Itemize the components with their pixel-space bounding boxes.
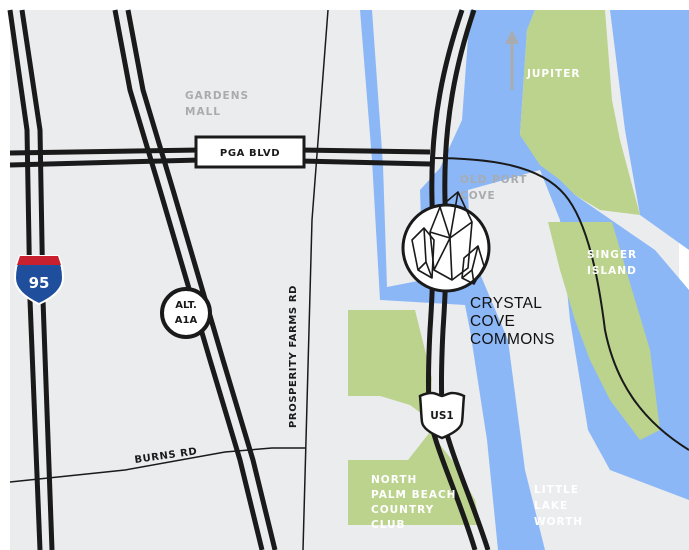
npb-cc-label-line-3: COUNTRY	[371, 504, 434, 516]
pga-blvd-label: PGA BLVD	[220, 148, 280, 159]
road-prosperity-farms-rd	[302, 9, 329, 550]
gardens-mall-label-line-1: GARDENS	[185, 90, 249, 102]
road-i95	[7, 9, 55, 550]
water-ocean	[610, 10, 689, 250]
us1-label: US1	[430, 410, 453, 422]
alt-a1a-line-2: A1A	[175, 315, 198, 326]
park-country-club-north	[348, 310, 432, 420]
npb-cc-label-line-1: NORTH	[371, 474, 417, 486]
npb-cc-label-line-4: CLUB	[371, 519, 406, 531]
land-peninsula	[372, 10, 470, 287]
pga-blvd-label-box: PGA BLVD	[194, 135, 306, 169]
prosperity-farms-rd-label: PROSPERITY FARMS RD	[288, 285, 299, 428]
alt-a1a-shield: ALT. A1A	[160, 287, 212, 339]
road-burns-rd	[9, 447, 305, 483]
poi-label-line-3: COMMONS	[470, 331, 555, 348]
singer-island-label-line-2: ISLAND	[587, 265, 637, 277]
singer-island-label-line-1: SINGER	[587, 249, 637, 261]
poi-label-line-1: CRYSTAL	[470, 295, 542, 312]
road-old-port-cove	[429, 157, 689, 451]
crystal-icon[interactable]	[401, 191, 491, 293]
us1-shield: US1	[418, 391, 466, 440]
arrow-up-icon	[505, 30, 519, 90]
gardens-mall-label-line-2: MALL	[185, 106, 221, 118]
road-alt-a1a	[112, 9, 278, 550]
park-singer-island	[548, 222, 660, 440]
poi-label-line-2: COVE	[470, 313, 515, 330]
jupiter-label: JUPITER	[526, 68, 580, 80]
little-lake-worth-label-line-3: WORTH	[534, 516, 583, 528]
interstate-95-shield: 95	[13, 255, 65, 306]
alt-a1a-line-1: ALT.	[175, 300, 197, 311]
park-country-club-south	[348, 432, 480, 525]
park-jupiter	[520, 10, 640, 215]
interstate-95-number: 95	[29, 274, 50, 292]
little-lake-worth-label-line-2: LAKE	[534, 500, 568, 512]
npb-cc-label-line-2: PALM BEACH	[371, 489, 456, 501]
little-lake-worth-label-line-1: LITTLE	[534, 484, 579, 496]
land-east-shore	[468, 170, 689, 550]
old-port-cove-label-line-2: COVE	[460, 190, 496, 202]
old-port-cove-label-line-1: OLD PORT	[460, 174, 527, 186]
road-us1	[426, 9, 491, 550]
